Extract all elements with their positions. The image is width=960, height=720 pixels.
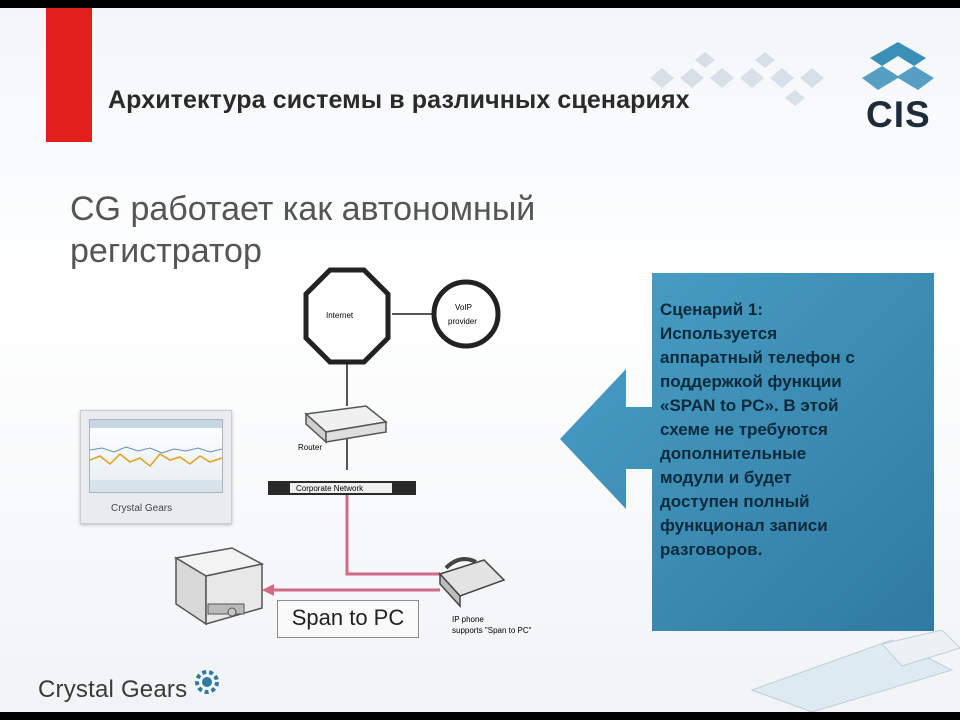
scenario-line: схеме не требуются xyxy=(660,418,928,442)
scenario-line: доступен полный xyxy=(660,490,928,514)
internet-label: Internet xyxy=(326,311,354,320)
scenario-line: дополнительные xyxy=(660,442,928,466)
phone-pc-arrowhead xyxy=(262,584,274,596)
scenario-line: аппаратный телефон с xyxy=(660,346,928,370)
network-label: Corporate Network xyxy=(296,484,364,493)
span-to-pc-label: Span to PC xyxy=(277,600,419,638)
scenario-line: «SPAN to PC». В этой xyxy=(660,394,928,418)
scenario-line: функционал записи xyxy=(660,514,928,538)
scenario-line: Используется xyxy=(660,322,928,346)
crystal-gears-app-thumbnail: Crystal Gears xyxy=(80,410,232,524)
scenario-line: поддержкой функции xyxy=(660,370,928,394)
presentation-slide: Архитектура системы в различных сценария… xyxy=(0,8,960,712)
ip-phone-icon xyxy=(440,559,504,606)
scenario-line: разговоров. xyxy=(660,538,928,562)
usb-drive-decoration xyxy=(742,630,960,712)
voip-label: VoIP xyxy=(455,303,472,312)
router-label: Router xyxy=(298,443,322,452)
crystal-gears-brand: Crystal Gears xyxy=(38,676,187,704)
app-screen-preview xyxy=(89,419,223,493)
phone-label-1: IP phone xyxy=(452,615,484,624)
phone-label-2: supports "Span to PC" xyxy=(452,626,532,635)
pc-icon xyxy=(176,548,262,624)
gear-icon xyxy=(193,668,221,696)
scenario-description: Сценарий 1: Используется аппаратный теле… xyxy=(660,298,928,562)
network-phone-link xyxy=(347,492,440,574)
waveform-preview xyxy=(90,420,222,492)
scenario-line: модули и будет xyxy=(660,466,928,490)
router-icon xyxy=(306,406,386,442)
scenario-title: Сценарий 1: xyxy=(660,298,928,322)
monitor-label: Crystal Gears xyxy=(111,503,172,514)
voip-provider-icon xyxy=(434,282,498,346)
voip-label-2: provider xyxy=(448,317,477,326)
